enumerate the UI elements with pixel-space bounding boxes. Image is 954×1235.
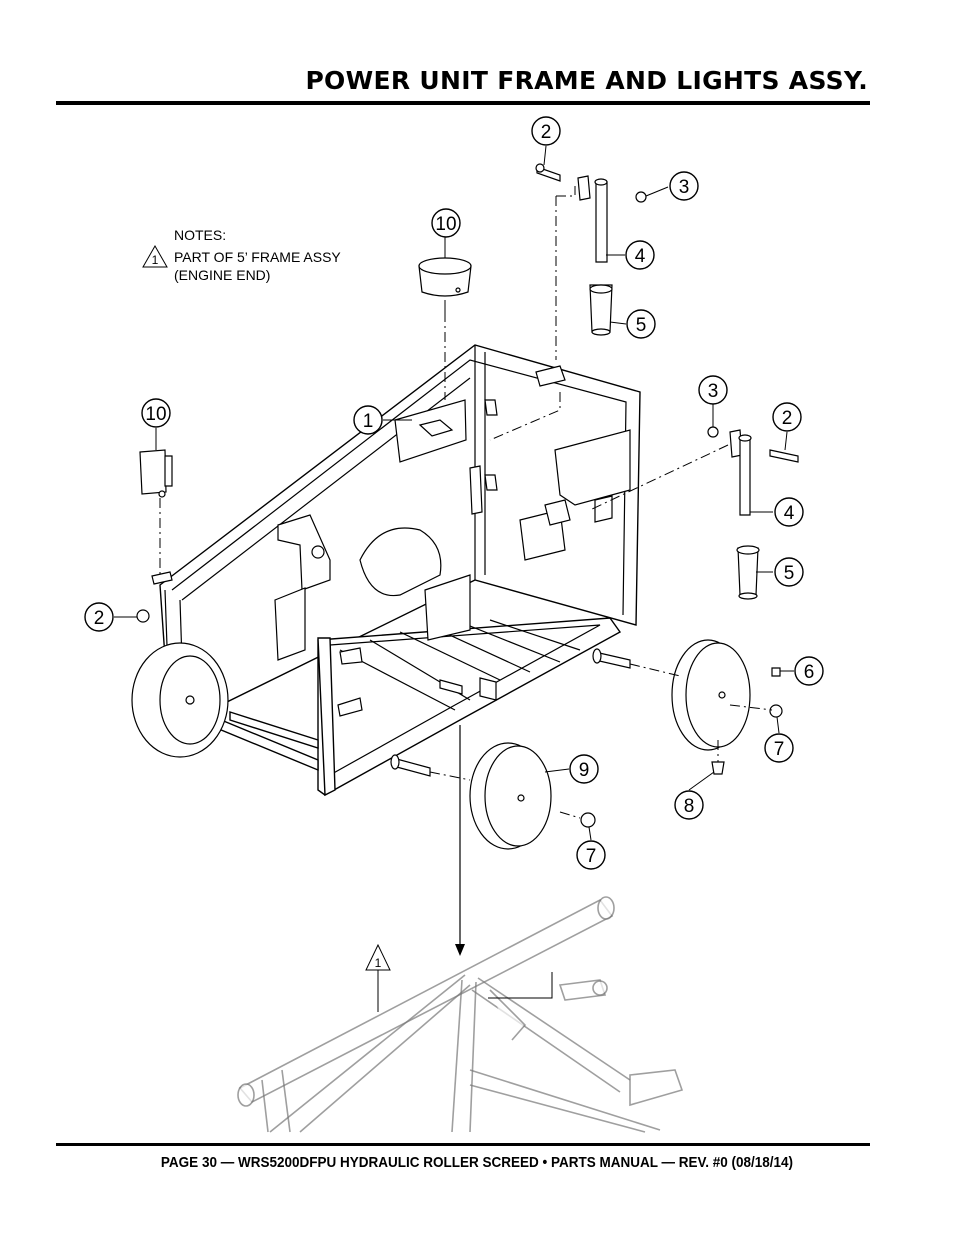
wheel-rear-left [131,642,229,758]
callout-10-left: 10 [141,398,171,428]
frame-note-triangle-icon: 1 [365,943,391,1012]
five-foot-frame-ghost [237,896,684,1133]
footer-rule [56,1143,870,1146]
notes-heading: NOTES: [174,227,227,243]
svg-text:10: 10 [145,404,166,425]
bushing-right [769,704,783,718]
svg-text:10: 10 [435,214,456,235]
note-triangle-icon: 1 [142,244,168,268]
grease-fitting [771,667,781,677]
hitch-pin-assembly-top [535,163,647,336]
svg-text:2: 2 [94,608,105,629]
svg-text:3: 3 [679,177,690,198]
fitting-8 [711,761,725,775]
svg-text:6: 6 [804,662,815,683]
wheel-rear-center [359,527,442,597]
callout-2-right: 2 [772,402,802,432]
title-rule [56,101,870,105]
callout-4-top: 4 [625,240,655,270]
callout-7-front: 7 [576,840,606,870]
svg-text:5: 5 [636,315,647,336]
svg-text:4: 4 [635,246,646,267]
light-top [418,257,472,312]
svg-text:3: 3 [708,381,719,402]
callout-9: 9 [569,754,599,784]
svg-text:5: 5 [784,563,795,584]
page-footer: PAGE 30 — WRS5200DFPU HYDRAULIC ROLLER S… [160,1154,794,1171]
callout-5-top: 5 [626,309,656,339]
note-triangle-number: 1 [152,253,159,267]
callout-1: 1 [353,405,383,435]
svg-text:8: 8 [684,796,695,817]
light-left [139,449,173,498]
callout-10-top: 10 [431,208,461,238]
callout-7-right: 7 [764,733,794,763]
callout-4-right: 4 [774,497,804,527]
svg-text:4: 4 [784,503,795,524]
svg-text:7: 7 [586,846,597,867]
svg-text:7: 7 [774,739,785,760]
hitch-pin-assembly-right [707,426,799,600]
svg-text:9: 9 [579,760,590,781]
callout-3-top: 3 [669,171,699,201]
svg-text:2: 2 [541,122,552,143]
callout-6: 6 [794,656,824,686]
note-line-2: (ENGINE END) [174,267,271,283]
wheel-front [469,742,552,850]
svg-text:2: 2 [782,408,793,429]
svg-text:1: 1 [363,411,374,432]
nut-left [136,609,150,623]
frame-note-number: 1 [375,956,382,970]
callout-8: 8 [674,790,704,820]
page-title: POWER UNIT FRAME AND LIGHTS ASSY. [305,66,868,95]
callout-2-left: 2 [84,602,114,632]
notes-block: NOTES: PART OF 5’ FRAME ASSY (ENGINE END… [174,226,341,284]
bushing-front [580,812,596,828]
callout-2-top: 2 [531,116,561,146]
callout-3-right: 3 [698,375,728,405]
note-line-1: PART OF 5’ FRAME ASSY [174,249,341,265]
wheel-right [671,639,751,751]
callout-5-right: 5 [774,557,804,587]
